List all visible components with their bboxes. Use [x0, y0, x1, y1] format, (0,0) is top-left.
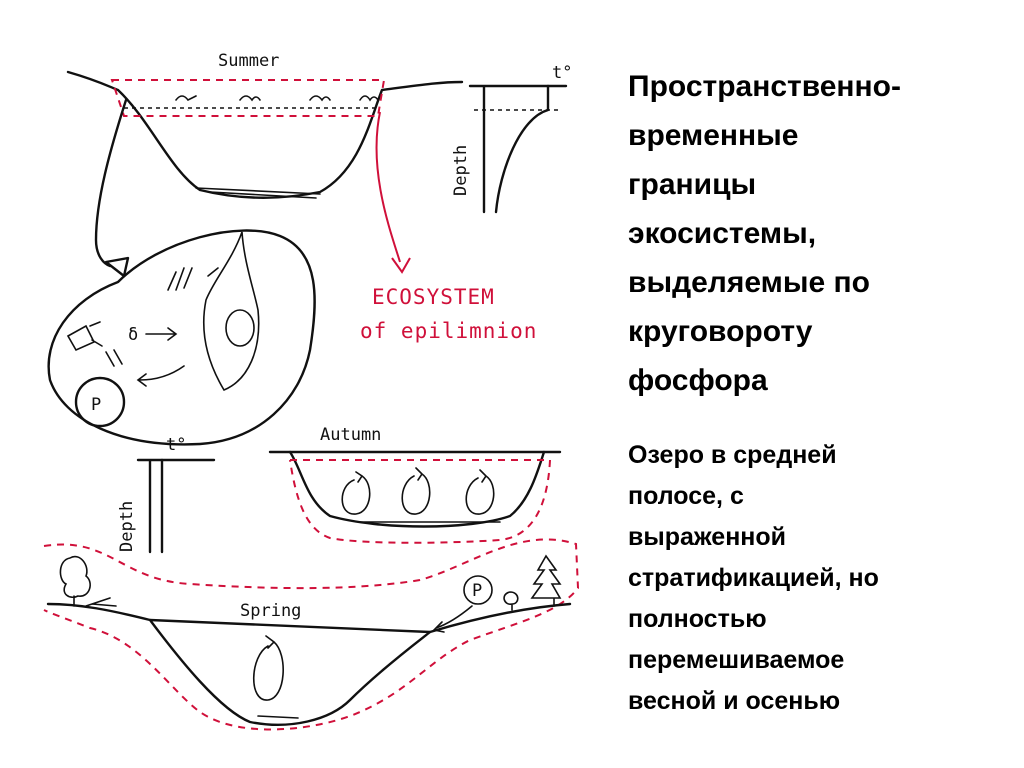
zoom-arrow-to-cell: [145, 327, 178, 341]
spring-ecosystem-boundary: [43, 538, 580, 731]
autumn-circulation-1: [341, 471, 371, 515]
summer-lake-outline: [66, 70, 464, 199]
summer-lake: Summer: [66, 51, 464, 278]
zoom-phosphorus-circle: [74, 376, 126, 428]
epilimnion-zoom-circle: δ P: [47, 229, 316, 446]
spring-lake: Spring P: [43, 538, 580, 731]
summer-zoom-pointer: [94, 98, 128, 268]
ecosystem-label-line2: of epilimnion: [360, 319, 537, 343]
subtitle-line: весной и осенью: [628, 687, 841, 715]
subtitle-line: стратификацией, но: [628, 564, 879, 592]
summer-depth-label: Depth: [451, 145, 471, 196]
spring-right-tree-icon: [530, 554, 562, 607]
autumn-lake-outline: [288, 450, 546, 528]
summer-bottom-sediment: [195, 187, 321, 199]
spring-label: Spring: [240, 601, 301, 621]
spring-runoff-arrow: [432, 605, 473, 633]
spring-phosphorus-label: P: [472, 581, 482, 601]
summer-temp-curve: [494, 84, 550, 214]
zoom-arrow-to-p: [136, 365, 185, 387]
spring-left-tree-icon: [59, 555, 91, 607]
description-panel: Пространственно- временные границы экоси…: [628, 62, 1018, 722]
autumn-label: Autumn: [320, 425, 381, 445]
title-line: выделяемые по: [628, 266, 870, 299]
summer-epilimnion-boundary: [110, 79, 386, 117]
title-line: фосфора: [628, 364, 768, 397]
autumn-circulation-3: [465, 469, 495, 515]
zoom-detritus: [105, 349, 123, 367]
spring-phosphorus-circle: [463, 575, 493, 605]
autumn-temp-axes: [136, 458, 216, 554]
autumn-lake: Autumn: [268, 425, 562, 544]
summer-zoom-arrowhead: [104, 256, 130, 278]
zoom-bacteria-symbol: δ: [128, 325, 138, 345]
spring-runoff-left: [85, 597, 117, 607]
title-line: экосистемы,: [628, 217, 817, 250]
spring-circulation: [252, 635, 284, 701]
summer-label: Summer: [218, 51, 279, 71]
summer-surface-currents: [175, 95, 379, 102]
subtitle-line: выраженной: [628, 523, 787, 551]
lake-ecosystem-sketch: Summer t° Depth δ P ECOSYSTEM of epilimn…: [43, 51, 580, 731]
zoom-zooplankton: [66, 321, 103, 352]
subtitle-line: Озеро в средней: [628, 441, 837, 469]
zoom-circle-outline: [47, 229, 316, 446]
spring-small-tree-icon: [503, 591, 519, 611]
zoom-cell-nucleus: [225, 309, 255, 347]
ecosystem-label: ECOSYSTEM of epilimnion: [360, 285, 537, 343]
slide-subtitle: Озеро в средней полосе, с выраженной стр…: [628, 435, 1018, 722]
subtitle-line: полностью: [628, 605, 767, 633]
spring-bottom-sediment: [257, 715, 299, 719]
spring-surface-line: [148, 618, 432, 634]
autumn-depth-label: Depth: [117, 501, 137, 552]
summer-temperature-profile: t° Depth: [451, 63, 572, 214]
autumn-circulation-2: [401, 467, 431, 515]
zoom-cell-flagella: [167, 267, 219, 291]
subtitle-line: перемешиваемое: [628, 646, 845, 674]
title-line: Пространственно-: [628, 70, 901, 103]
summer-ecosystem-arrowhead: [391, 257, 411, 274]
summer-temp-axes: [468, 84, 568, 214]
slide-title: Пространственно- временные границы экоси…: [628, 62, 1018, 405]
zoom-phosphorus-label: P: [91, 395, 101, 415]
title-line: границы: [628, 168, 757, 201]
spring-shoreline: [46, 602, 572, 726]
autumn-temperature-profile: t° Depth: [117, 435, 216, 554]
title-line: временные: [628, 119, 799, 152]
summer-temp-label: t°: [552, 63, 572, 83]
ecosystem-label-line1: ECOSYSTEM: [372, 285, 495, 309]
zoom-phytoplankton-cell: [203, 231, 260, 392]
title-line: круговороту: [628, 315, 813, 348]
summer-ecosystem-pointer: [375, 111, 401, 263]
subtitle-line: полосе, с: [628, 482, 744, 510]
autumn-temp-label: t°: [166, 435, 186, 455]
autumn-ecosystem-boundary: [289, 459, 552, 544]
